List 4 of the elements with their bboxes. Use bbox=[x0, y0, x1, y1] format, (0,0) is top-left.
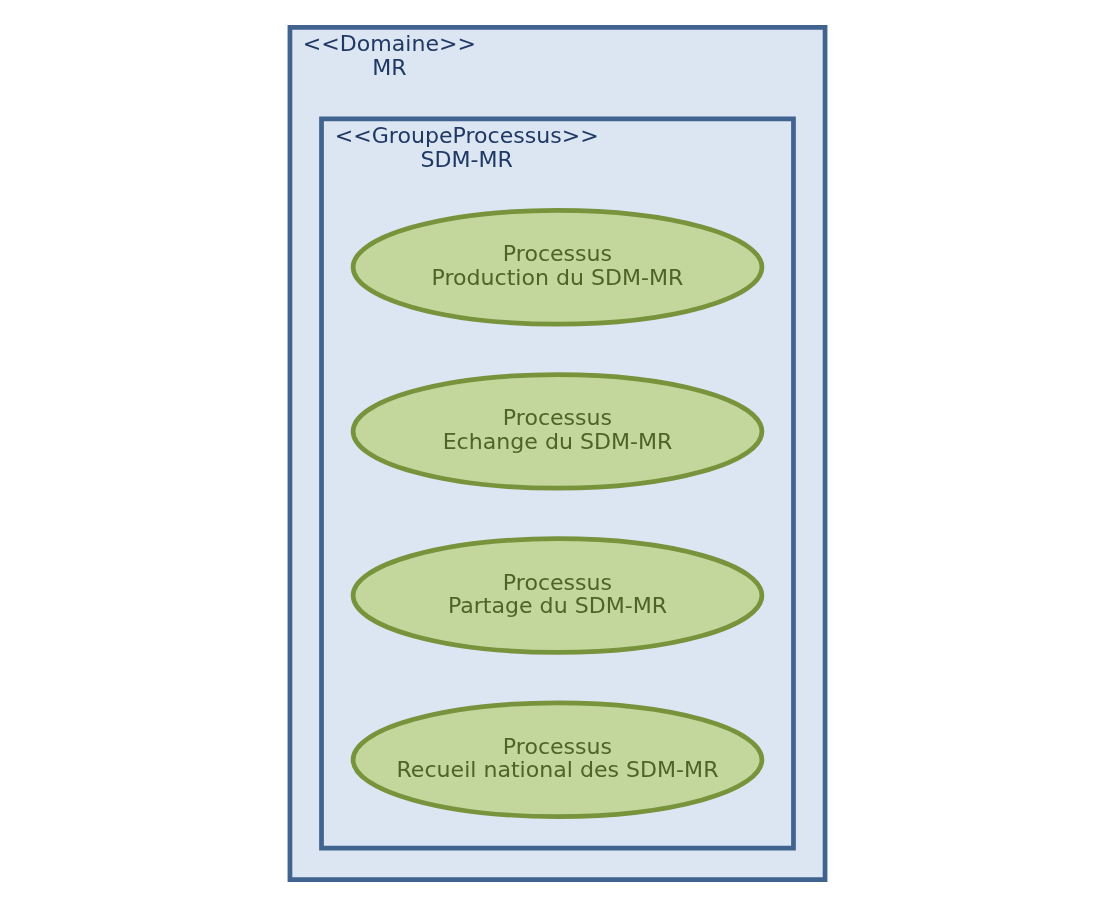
node-ellipse: Processus Partage du SDM-MR bbox=[350, 536, 765, 655]
node-ellipse: Processus Recueil national des SDM-MR bbox=[350, 700, 765, 819]
node-ellipse: Processus Echange du SDM-MR bbox=[350, 372, 765, 491]
node-ellipse: Processus Production du SDM-MR bbox=[350, 208, 765, 327]
